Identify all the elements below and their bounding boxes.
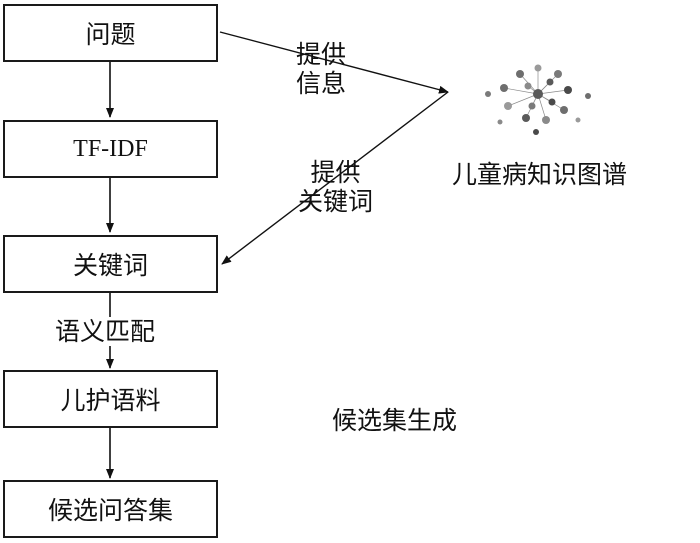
edge-label-provide-keywords-line1: 提供 — [310, 158, 361, 187]
box-candidates: 候选问答集 — [3, 480, 218, 538]
edge-label-provide-keywords: 提供 关键词 — [298, 158, 373, 216]
box-question: 问题 — [3, 4, 218, 62]
knowledge-graph-icon — [485, 64, 591, 135]
edge-label-semantic-match: 语义匹配 — [55, 317, 156, 346]
section-caption: 候选集生成 — [332, 406, 458, 435]
edge-label-provide-info-line1: 提供 — [296, 40, 347, 69]
box-keywords: 关键词 — [3, 235, 218, 293]
knowledge-graph-title: 儿童病知识图谱 — [452, 160, 628, 189]
arrow-kg-to-keywords — [221, 91, 449, 265]
arrow-question-to-kg — [219, 31, 449, 94]
box-corpus: 儿护语料 — [3, 370, 218, 428]
edge-label-provide-keywords-line2: 关键词 — [298, 187, 374, 216]
edge-label-provide-info: 提供 信息 — [296, 40, 346, 98]
box-keywords-label: 关键词 — [72, 251, 148, 280]
edge-label-provide-info-line2: 信息 — [296, 69, 347, 98]
box-tfidf-label: TF-IDF — [73, 135, 148, 162]
box-corpus-label: 儿护语料 — [60, 386, 161, 415]
box-candidates-label: 候选问答集 — [47, 496, 173, 525]
box-tfidf: TF-IDF — [3, 120, 218, 178]
box-question-label: 问题 — [85, 20, 136, 49]
